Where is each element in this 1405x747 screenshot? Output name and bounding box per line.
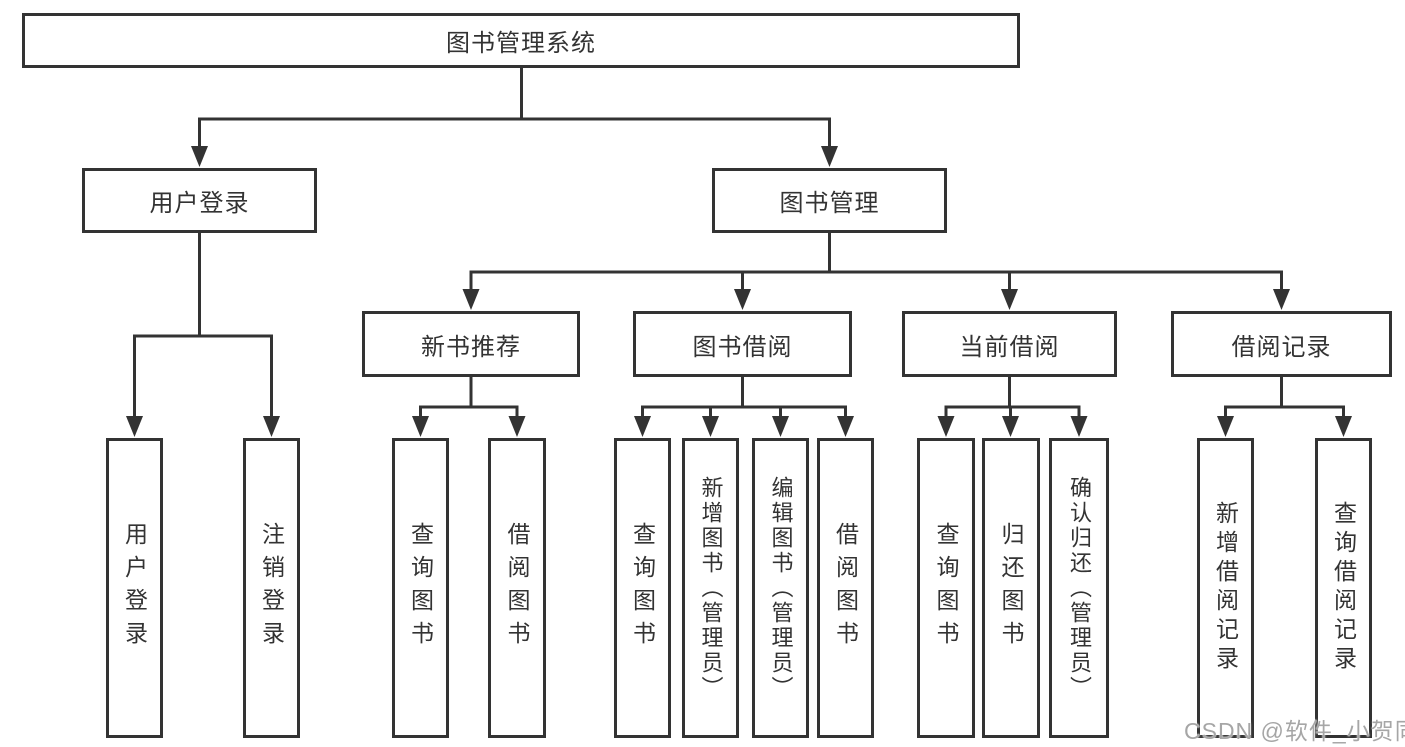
leaf-label: 新增图书（管理员） bbox=[698, 475, 724, 701]
leaf-label: 借阅图书 bbox=[832, 522, 859, 654]
leaf-borrow-books-1: 借阅图书 bbox=[488, 438, 546, 738]
node-current-borrow-label: 当前借阅 bbox=[959, 333, 1060, 361]
leaf-logout: 注销登录 bbox=[243, 438, 300, 738]
csdn-watermark: CSDN @软件_小贺同学 bbox=[1184, 718, 1405, 744]
leaf-label: 归还图书 bbox=[998, 522, 1024, 654]
leaf-label: 查询图书 bbox=[629, 522, 656, 654]
leaf-query-borrow-record: 查询借阅记录 bbox=[1315, 438, 1372, 738]
node-current-borrow: 当前借阅 bbox=[902, 311, 1117, 377]
node-book-management-label: 图书管理 bbox=[779, 190, 880, 217]
leaf-edit-books-admin: 编辑图书（管理员） bbox=[752, 438, 809, 738]
node-new-book-recommend-label: 新书推荐 bbox=[421, 333, 521, 361]
node-user-login: 用户登录 bbox=[82, 168, 317, 233]
leaf-label: 查询图书 bbox=[407, 522, 434, 654]
leaf-return-books: 归还图书 bbox=[982, 438, 1040, 738]
leaf-label: 借阅图书 bbox=[504, 522, 530, 654]
node-book-borrow: 图书借阅 bbox=[633, 311, 852, 377]
leaf-label: 查询借阅记录 bbox=[1330, 501, 1357, 675]
leaf-label: 确认归还（管理员） bbox=[1067, 475, 1092, 701]
leaf-confirm-return-admin: 确认归还（管理员） bbox=[1049, 438, 1109, 738]
node-new-book-recommend: 新书推荐 bbox=[362, 311, 580, 377]
node-root: 图书管理系统 bbox=[22, 13, 1020, 68]
leaf-label: 查询图书 bbox=[933, 522, 959, 654]
leaf-label: 新增借阅记录 bbox=[1212, 501, 1239, 675]
node-user-login-label: 用户登录 bbox=[149, 190, 250, 217]
node-book-management: 图书管理 bbox=[712, 168, 947, 233]
leaf-label: 注销登录 bbox=[258, 522, 285, 654]
leaf-query-books-3: 查询图书 bbox=[917, 438, 975, 738]
leaf-borrow-books-2: 借阅图书 bbox=[817, 438, 874, 738]
leaf-query-books-2: 查询图书 bbox=[614, 438, 671, 738]
leaf-user-login: 用户登录 bbox=[106, 438, 163, 738]
leaf-query-books-1: 查询图书 bbox=[392, 438, 449, 738]
node-borrow-records-label: 借阅记录 bbox=[1231, 333, 1332, 361]
leaf-add-borrow-record: 新增借阅记录 bbox=[1197, 438, 1254, 738]
node-borrow-records: 借阅记录 bbox=[1171, 311, 1392, 377]
node-root-label: 图书管理系统 bbox=[446, 30, 596, 57]
leaf-add-books-admin: 新增图书（管理员） bbox=[682, 438, 739, 738]
leaf-label: 用户登录 bbox=[121, 522, 148, 654]
leaf-label: 编辑图书（管理员） bbox=[768, 475, 794, 701]
node-book-borrow-label: 图书借阅 bbox=[692, 333, 793, 361]
arrowheads bbox=[126, 146, 1352, 437]
connector-segments bbox=[133, 68, 1345, 419]
